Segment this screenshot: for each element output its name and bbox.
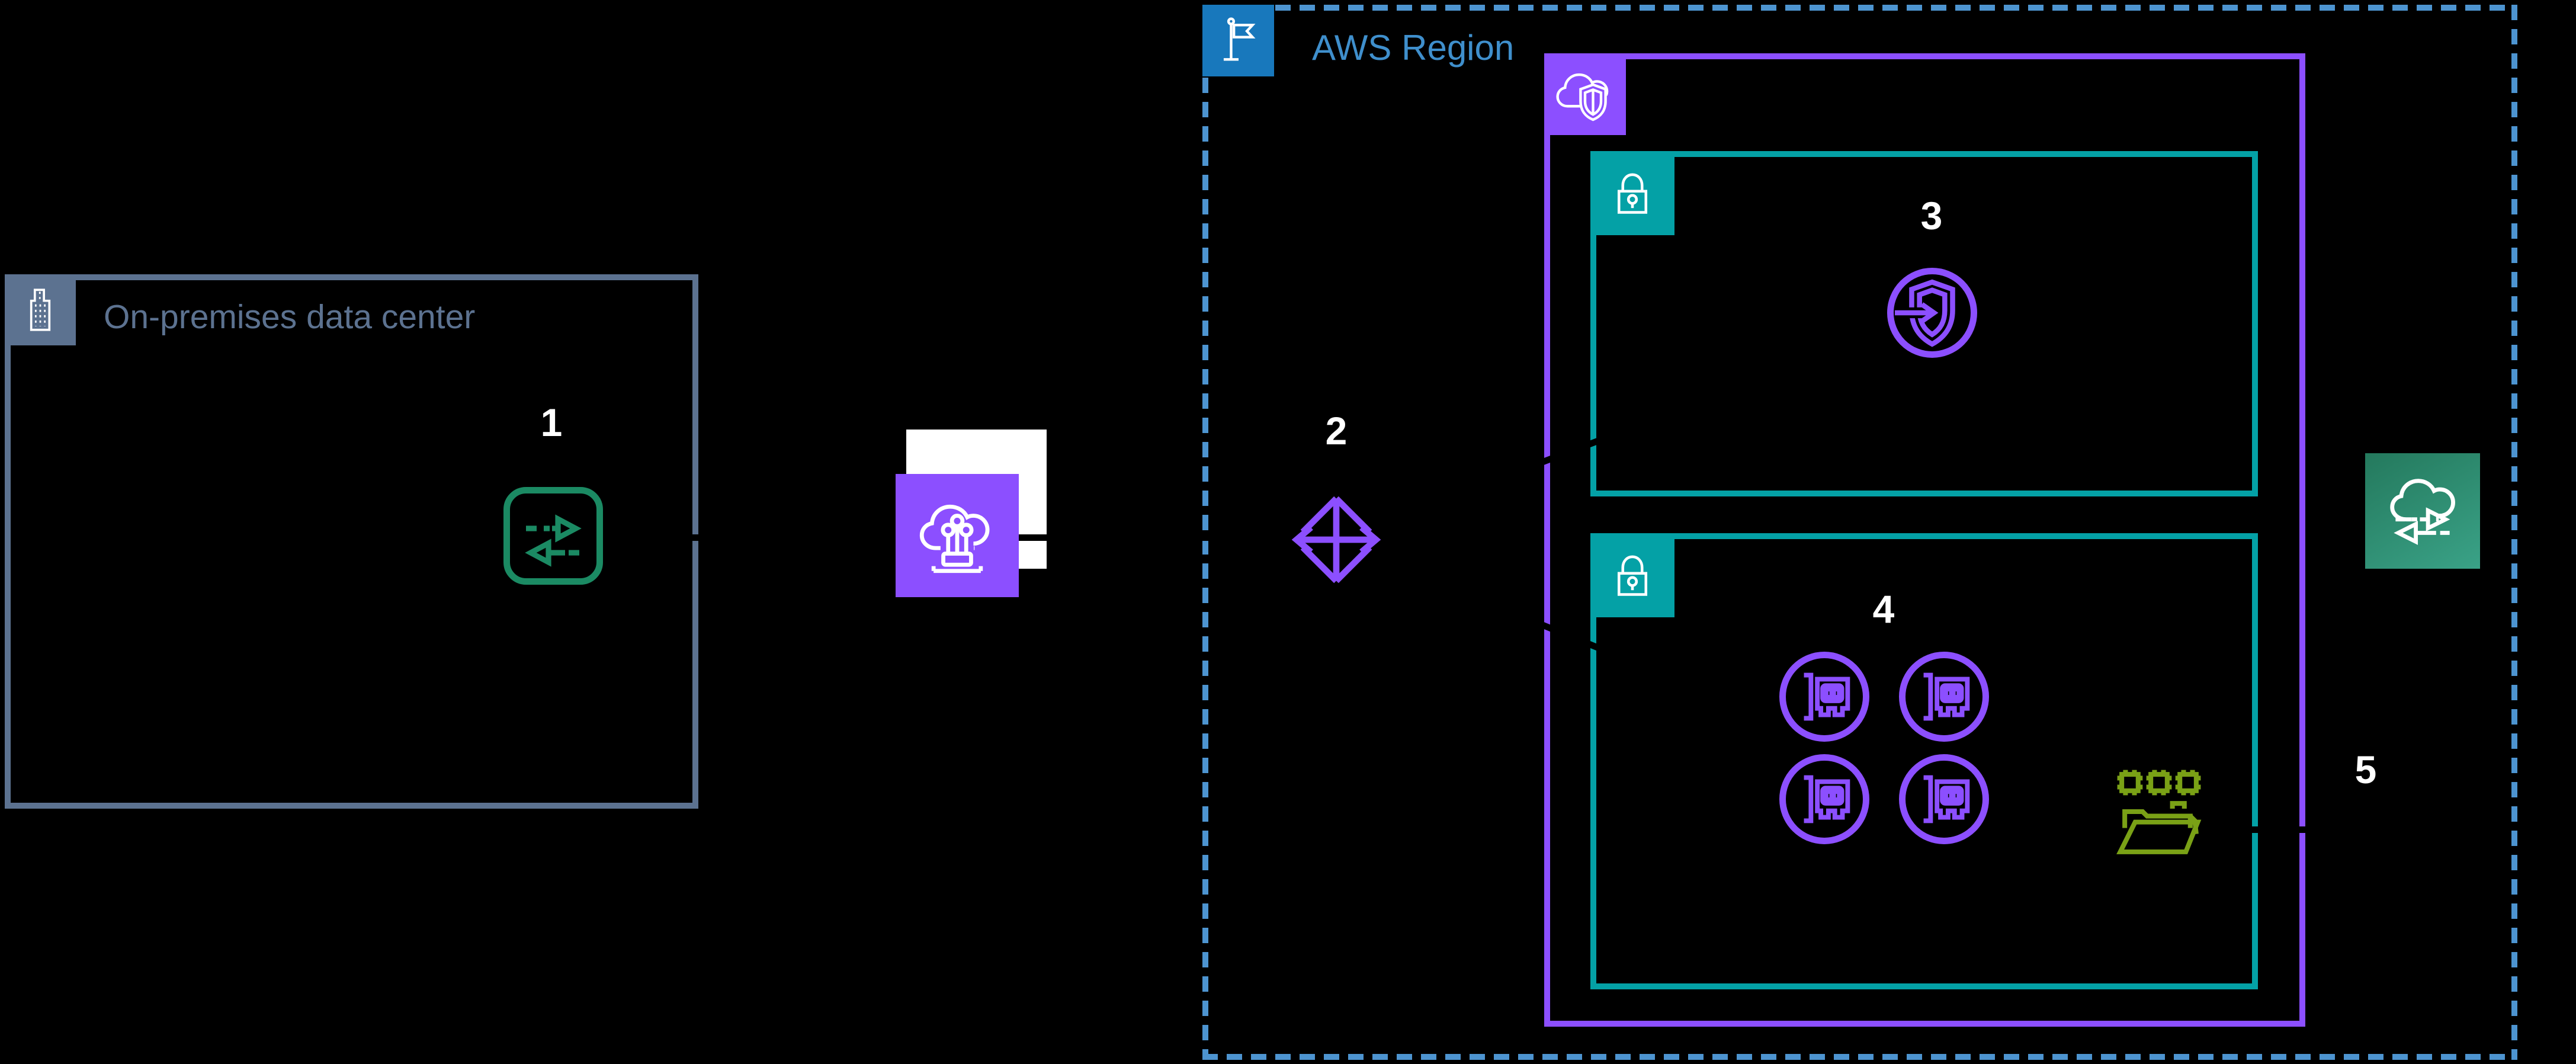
vpc-cloud-shield-icon <box>1544 53 1626 135</box>
shield-ingress-arrow-icon <box>1887 268 1977 358</box>
on-premises-title: On-premises data center <box>104 298 476 336</box>
connector-folder-vertical <box>2420 571 2426 833</box>
building-icon <box>5 274 76 345</box>
network-interface-icon <box>1899 652 1989 742</box>
step-badge-2: 2 <box>1325 409 1348 453</box>
transit-gateway-icon <box>1290 492 1382 588</box>
private-subnet-bottom-box <box>1590 533 2258 989</box>
region-border-bottom <box>1202 1054 2517 1060</box>
network-interface-icon <box>1779 754 1869 844</box>
subnet-lock-icon <box>1590 151 1674 235</box>
step-badge-1: 1 <box>540 400 563 444</box>
aws-region-box <box>1202 5 2517 1060</box>
region-border-right <box>2511 5 2517 1060</box>
network-interface-icon <box>1779 652 1869 742</box>
step-badge-3: 3 <box>1920 194 1943 238</box>
connector-folder-horizontal <box>2192 826 2424 833</box>
step-badge-5: 5 <box>2354 748 2377 791</box>
folder-with-chips-icon <box>2110 765 2208 858</box>
step-badge-4: 4 <box>1872 587 1895 631</box>
cloud-fiber-direct-connect-icon <box>896 474 1019 597</box>
cloud-data-transfer-icon <box>2365 453 2480 569</box>
network-interface-icon <box>1899 754 1989 844</box>
vpc-box <box>1544 53 2305 1027</box>
subnet-lock-icon <box>1590 533 1674 617</box>
region-border-top <box>1202 5 2517 11</box>
private-subnet-top-box <box>1590 151 2258 496</box>
region-border-left <box>1202 5 1208 1060</box>
region-flag-icon <box>1202 5 1274 76</box>
on-premises-box <box>5 274 698 809</box>
aws-region-label: AWS Region <box>1312 28 1515 68</box>
two-way-arrows-icon <box>503 487 603 585</box>
